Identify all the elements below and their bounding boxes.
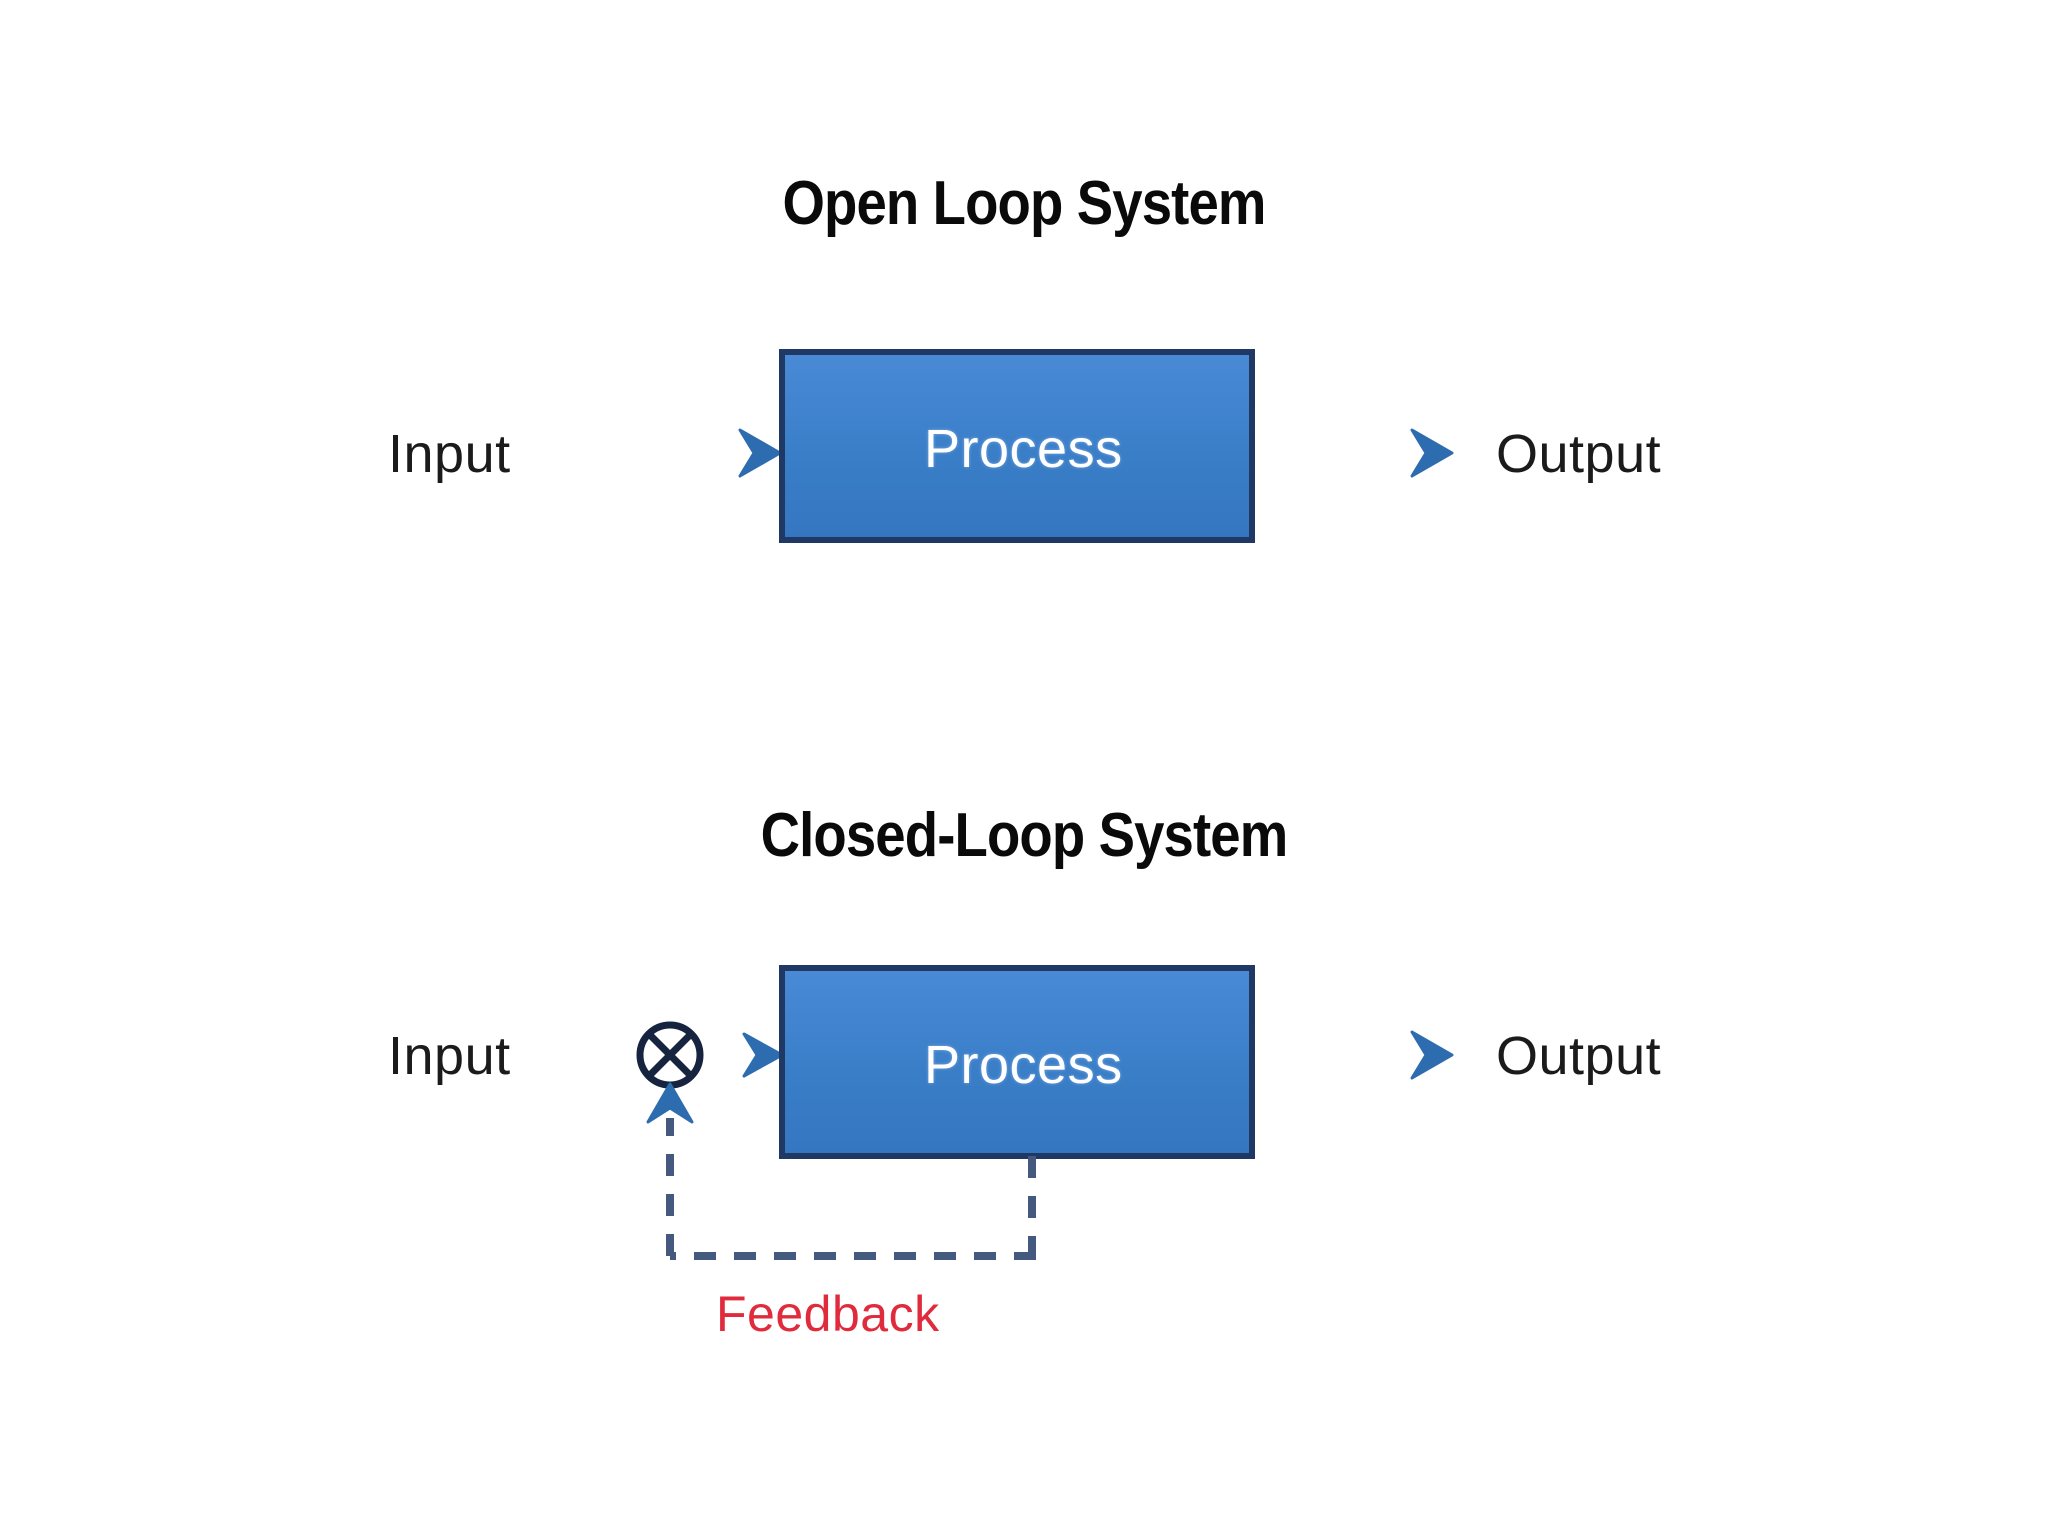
open-loop-input-label: Input bbox=[388, 424, 511, 484]
feedback-label: Feedback bbox=[716, 1286, 940, 1342]
closed-loop-process-label: Process bbox=[924, 1035, 1123, 1095]
open-loop-process-box[interactable] bbox=[779, 349, 1255, 543]
open-loop-output-label: Output bbox=[1496, 424, 1662, 484]
open-loop-process-label: Process bbox=[924, 419, 1123, 479]
closed-loop-input-label: Input bbox=[388, 1026, 511, 1086]
open-loop-title: Open Loop System bbox=[782, 169, 1266, 238]
closed-loop-output-label: Output bbox=[1496, 1026, 1662, 1086]
closed-loop-output-arrow bbox=[1252, 1030, 1454, 1080]
feedback-path bbox=[646, 1082, 1036, 1260]
closed-loop-title: Closed-Loop System bbox=[760, 801, 1289, 870]
open-loop-output-arrow bbox=[1252, 428, 1454, 478]
open-loop-input-arrow bbox=[600, 428, 782, 478]
summing-junction-icon[interactable] bbox=[636, 1021, 704, 1089]
closed-loop-junction-to-process-arrow bbox=[697, 1032, 784, 1078]
closed-loop-process-box[interactable] bbox=[779, 965, 1255, 1159]
